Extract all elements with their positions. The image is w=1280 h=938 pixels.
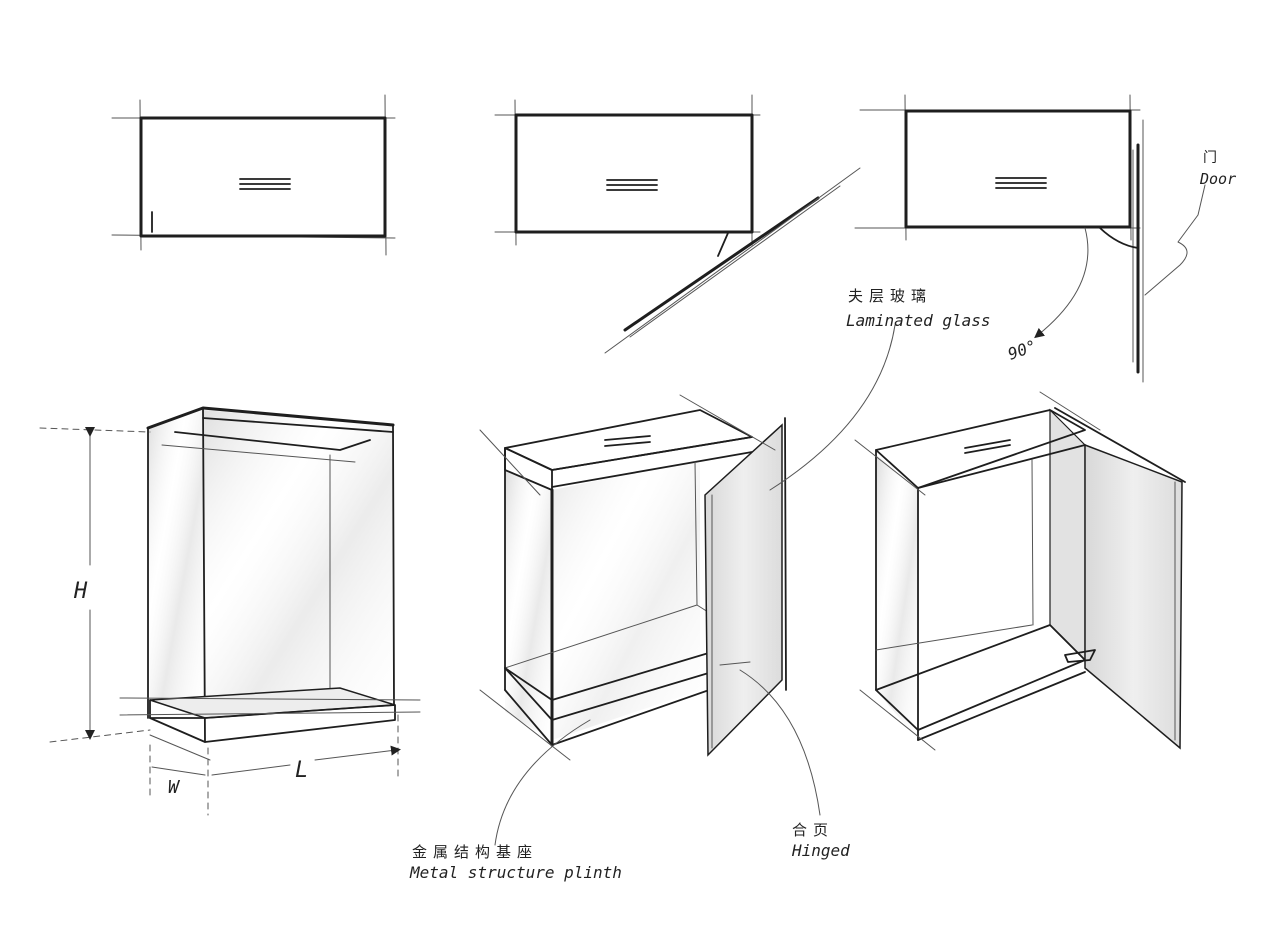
label-plinth-en: Metal structure plinth	[409, 863, 622, 882]
vent-mark	[995, 177, 1047, 189]
label-angle: 90°	[1005, 336, 1039, 364]
plan-view-opening	[494, 94, 861, 354]
label-door-en: Door	[1199, 170, 1236, 188]
label-plinth-cn: 金属结构基座	[412, 843, 538, 861]
vent-mark	[606, 179, 658, 191]
iso-view-closed	[39, 406, 421, 816]
label-hinged-en: Hinged	[791, 841, 850, 860]
leader-hinged	[739, 669, 821, 816]
vent-mark	[964, 439, 1011, 454]
plan-view-open	[854, 94, 1206, 383]
vent-mark	[239, 178, 291, 190]
glass-door-panel	[1054, 407, 1186, 750]
label-hinged-cn: 合页	[792, 821, 834, 839]
label-laminated-glass-en: Laminated glass	[846, 311, 991, 330]
iso-view-open	[854, 391, 1186, 751]
vent-mark	[604, 435, 651, 447]
iso-view-opening	[479, 394, 787, 761]
leader-laminated-glass	[769, 324, 896, 491]
plan-view-closed	[111, 94, 396, 256]
label-laminated-glass-cn: 夫层玻璃	[848, 287, 932, 305]
label-dim-length: L	[295, 758, 308, 783]
label-dim-width: W	[168, 777, 181, 798]
label-dim-height: H	[73, 579, 88, 604]
leader-plinth	[494, 719, 591, 846]
label-door-cn: 门	[1203, 150, 1223, 166]
glass-door-panel	[704, 417, 787, 757]
